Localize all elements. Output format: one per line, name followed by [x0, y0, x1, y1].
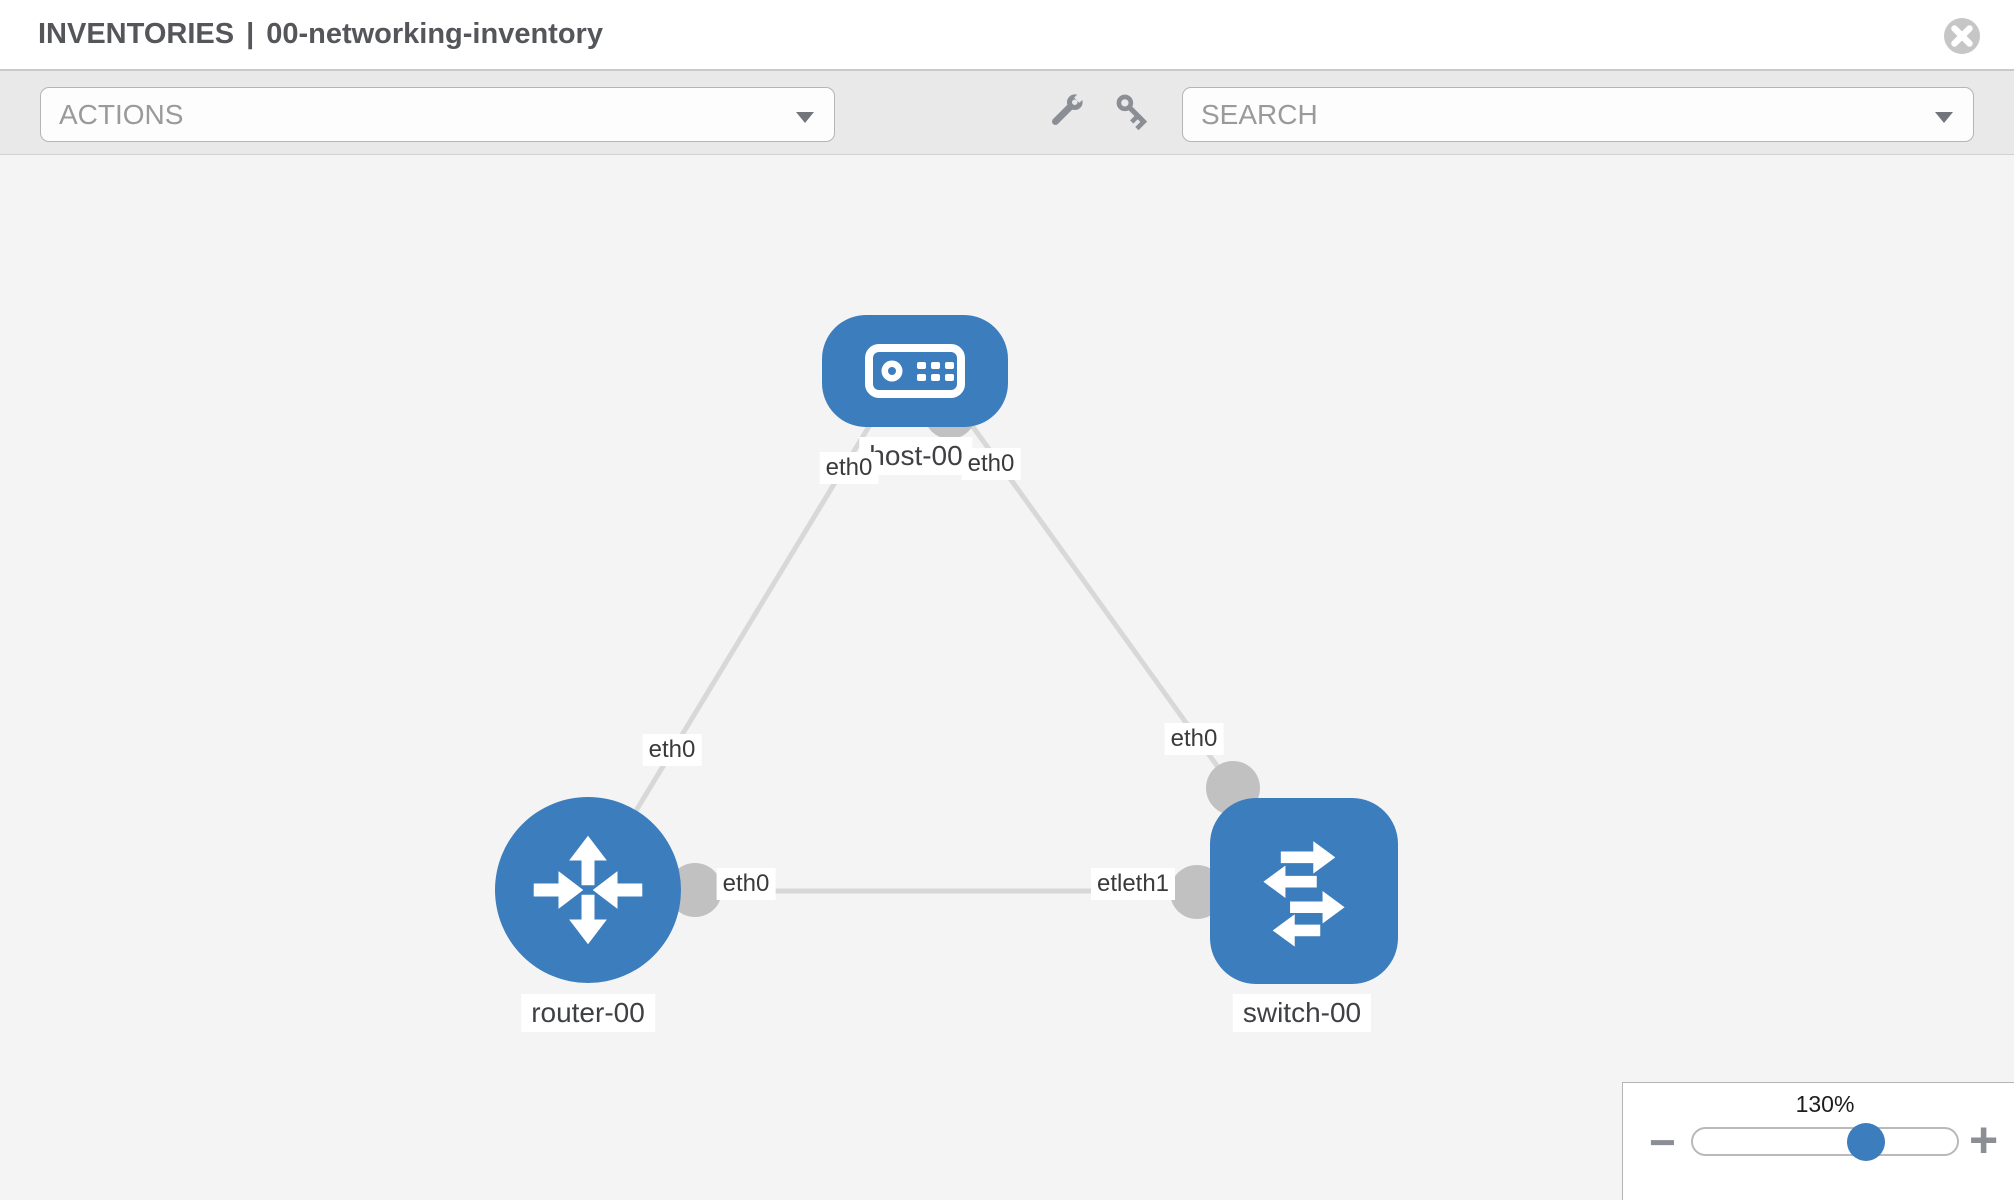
- interface-connector: [668, 863, 722, 917]
- panel-header: INVENTORIES | 00-networking-inventory: [0, 0, 2014, 71]
- inventory-name: 00-networking-inventory: [266, 18, 603, 50]
- page-title: INVENTORIES | 00-networking-inventory: [38, 18, 603, 51]
- interface-label: eth0: [642, 734, 702, 766]
- close-icon[interactable]: [1942, 16, 1982, 56]
- chevron-down-icon: [1935, 112, 1953, 123]
- wrench-icon[interactable]: [1043, 88, 1089, 134]
- zoom-slider-handle[interactable]: [1847, 1123, 1885, 1161]
- search-dropdown-label: SEARCH: [1201, 98, 1318, 130]
- zoom-panel: 130% − +: [1622, 1082, 2014, 1200]
- router-icon: [533, 835, 643, 945]
- node-switch-00[interactable]: [1210, 798, 1398, 984]
- interface-label: eth0: [819, 452, 879, 484]
- zoom-slider-track[interactable]: [1691, 1123, 1959, 1161]
- zoom-level: 130%: [1795, 1091, 1855, 1117]
- actions-dropdown[interactable]: ACTIONS: [40, 87, 835, 142]
- breadcrumb: INVENTORIES: [38, 18, 235, 50]
- key-icon[interactable]: [1110, 88, 1156, 134]
- chevron-down-icon: [796, 112, 814, 123]
- zoom-out-button[interactable]: −: [1649, 1116, 1676, 1168]
- breadcrumb-separator: |: [246, 18, 255, 50]
- search-dropdown[interactable]: SEARCH: [1182, 87, 1974, 142]
- interface-label: etleth1: [1090, 868, 1176, 900]
- interface-label: eth0: [1164, 723, 1224, 755]
- node-label: router-00: [521, 994, 655, 1032]
- switch-icon: [1263, 841, 1345, 947]
- host-icon: [865, 344, 965, 398]
- interface-label: eth0: [961, 448, 1021, 480]
- actions-dropdown-label: ACTIONS: [59, 98, 184, 130]
- node-host-00[interactable]: [822, 315, 1008, 427]
- node-router-00[interactable]: [495, 797, 681, 983]
- node-label: switch-00: [1232, 994, 1372, 1032]
- topology-canvas[interactable]: host-00 router-00 switch-00 eth0 eth0 et…: [0, 155, 2014, 1200]
- interface-label: eth0: [716, 868, 776, 900]
- zoom-in-button[interactable]: +: [1969, 1112, 1999, 1168]
- topology-links-layer: [585, 387, 1260, 919]
- toolbar: ACTIONS SEARCH: [0, 71, 2014, 155]
